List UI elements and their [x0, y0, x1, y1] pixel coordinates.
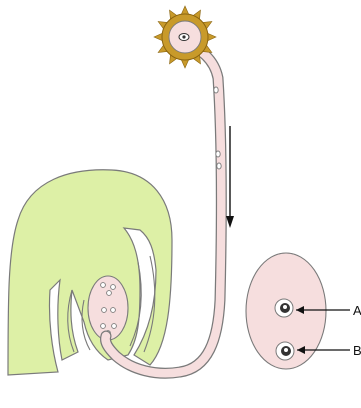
sperm-nucleus	[217, 163, 221, 169]
label-a: A	[353, 303, 361, 318]
antipodal-cell	[111, 285, 116, 290]
sperm-nucleus	[216, 151, 220, 157]
ovule	[8, 170, 172, 375]
antipodal-cell	[101, 283, 106, 288]
polar-nucleus	[102, 308, 107, 313]
structure-a	[275, 299, 293, 317]
antipodal-cell	[107, 291, 112, 296]
direction-arrow	[226, 126, 234, 228]
polar-nucleus	[111, 308, 116, 313]
synergid	[112, 324, 117, 329]
label-b: B	[353, 343, 361, 358]
enlarged-pollen-tube-tip: A B	[246, 253, 361, 369]
pollen-nucleolus	[182, 35, 185, 38]
synergid	[101, 324, 106, 329]
structure-b	[276, 342, 294, 360]
tube-nucleus	[214, 87, 218, 93]
pointer-b	[297, 346, 350, 354]
